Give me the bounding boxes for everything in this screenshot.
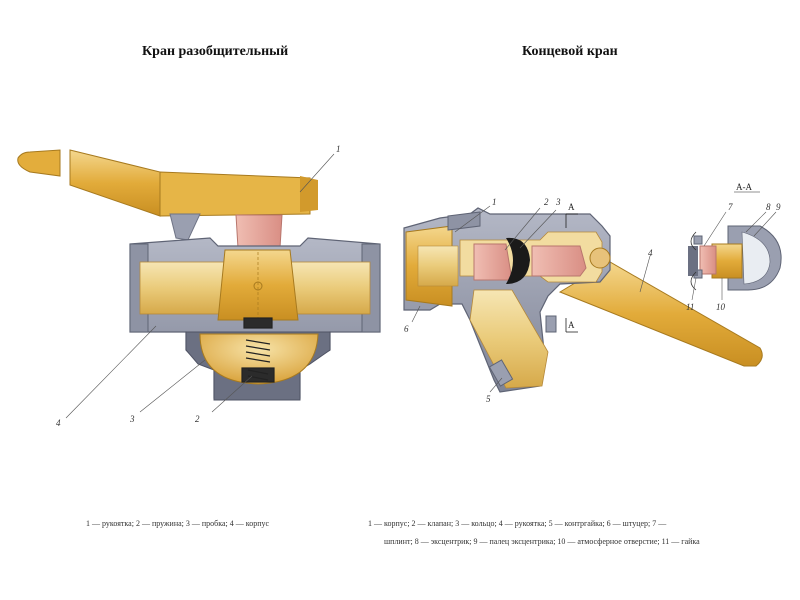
caption-right-line1: 1 — корпус; 2 — клапан; 3 — кольцо; 4 — … <box>368 519 667 528</box>
end-valve-body <box>403 207 611 393</box>
callout-body: 4 <box>56 418 61 428</box>
callout-eccentric-pin: 9 <box>776 202 781 212</box>
caption-left: 1 — рукоятка; 2 — пружина; 3 — пробка; 4… <box>86 519 270 528</box>
callout-handle: 1 <box>336 144 341 154</box>
end-valve: А А 1 2 3 4 5 6 <box>403 197 763 404</box>
callout-ring: 3 <box>555 197 561 207</box>
stem <box>235 214 283 249</box>
callout-cotter: 7 <box>728 202 733 212</box>
callout-fitting: 6 <box>404 324 409 334</box>
right-title: Концевой кран <box>522 44 618 59</box>
callout-end-body: 1 <box>492 197 497 207</box>
callout-locknut: 5 <box>486 394 491 404</box>
callout-eccentric: 8 <box>766 202 771 212</box>
callout-valve: 2 <box>544 197 549 207</box>
callout-spring: 2 <box>195 414 200 424</box>
valve-body <box>129 237 381 401</box>
callout-plug: 3 <box>129 414 135 424</box>
callout-nut: 11 <box>686 302 694 312</box>
left-title: Кран разобщительный <box>142 44 289 59</box>
isolation-valve: 1 2 3 4 <box>17 144 381 428</box>
section-mark-top: А <box>568 202 575 212</box>
caption-right-line2: шплинт; 8 — эксцентрик; 9 — палец эксцен… <box>384 537 700 546</box>
callout-vent-hole: 10 <box>716 302 726 312</box>
end-valve-handle <box>558 261 763 367</box>
section-title: А-А <box>736 182 752 192</box>
callout-end-handle: 4 <box>648 248 653 258</box>
handle <box>17 149 318 241</box>
section-a-a: А-А 7 8 9 10 11 <box>686 182 782 312</box>
section-mark-bottom: А <box>568 320 575 330</box>
